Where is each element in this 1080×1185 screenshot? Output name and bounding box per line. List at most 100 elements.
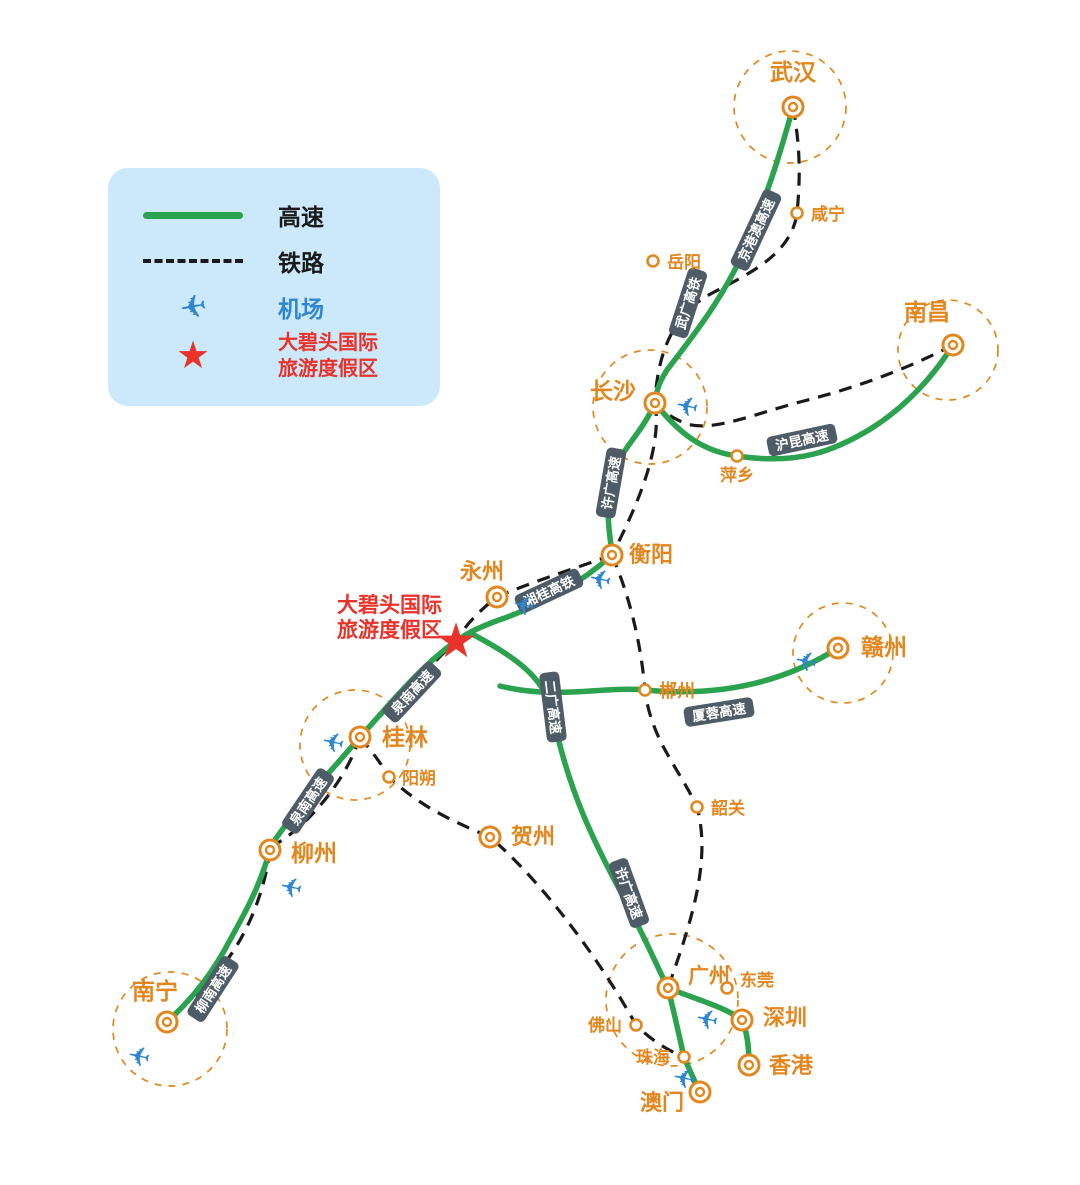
city-marker-outer [478, 825, 502, 849]
airport-icon: ✈ [125, 1040, 153, 1074]
city-label: 咸宁 [811, 204, 845, 224]
route-label: 泉南高速 [282, 768, 334, 834]
route-label: 武广高铁 [668, 267, 708, 339]
city-label: 柳州 [291, 840, 337, 866]
airport-icon: ✈ [792, 645, 820, 679]
city-长沙: 长沙 [590, 378, 667, 415]
city-marker-outer [348, 725, 372, 749]
city-marker-outer [737, 1053, 761, 1077]
city-aura-南昌 [897, 299, 999, 401]
city-咸宁: 咸宁 [790, 204, 845, 224]
town-marker [790, 206, 804, 220]
city-label: 深圳 [763, 1005, 807, 1030]
city-label: 赣州 [861, 634, 907, 660]
town-marker [730, 449, 744, 463]
airport-plane-glyph: ✈ [510, 589, 538, 623]
city-柳州: 柳州 [258, 838, 337, 866]
route-label: 二广高速 [539, 671, 567, 743]
city-郴州: 郴州 [638, 680, 695, 701]
city-深圳: 深圳 [730, 1005, 807, 1032]
route-label-text: 京港澳高速 [734, 196, 777, 264]
airport-plane-glyph: ✈ [693, 1003, 721, 1037]
city-marker-outer [781, 95, 805, 119]
city-label: 香港 [769, 1053, 814, 1078]
airport-icon: ✈ [673, 390, 701, 424]
city-marker-outer [600, 543, 624, 567]
airport-icon: ✈ [277, 871, 305, 905]
route-label: 厦蓉高速 [683, 697, 755, 727]
city-东莞: 东莞 [720, 970, 774, 995]
route-label-pill [730, 189, 782, 271]
highway-wuhan-changsha [652, 104, 796, 406]
legend-label-resort: 大碧头国际 旅游度假区 [278, 330, 440, 382]
city-marker-inner [606, 549, 618, 561]
railway-changsha-hengyang [610, 402, 658, 556]
railway-hengyang-chenzhou-shaoguan-guangzhou [610, 554, 704, 989]
airport-plane-glyph: ✈ [277, 871, 305, 905]
city-label: 佛山 [587, 1015, 622, 1035]
city-label: 韶关 [711, 798, 745, 818]
town-marker [646, 254, 660, 268]
legend-label-airport: 机场 [278, 296, 324, 322]
route-label-text: 二广高速 [542, 679, 565, 735]
city-marker-outer [730, 1008, 754, 1032]
airport-plane-glyph: ✈ [586, 563, 614, 597]
town-marker [629, 1018, 643, 1032]
town-marker [720, 981, 734, 995]
city-label: 岳阳 [667, 253, 701, 272]
city-marker-outer [643, 391, 667, 415]
route-label-pill [683, 697, 755, 727]
city-岳阳: 岳阳 [646, 253, 701, 272]
city-label: 衡阳 [629, 542, 673, 567]
legend-resort-line2: 旅游度假区 [278, 358, 378, 380]
city-广州: 广州 [656, 964, 730, 1000]
airplane-icon: ✈ [176, 286, 210, 328]
route-label-pill [382, 661, 442, 723]
airport-icon: ✈ [693, 1003, 721, 1037]
airport-icon: ✈ [319, 726, 347, 760]
railway-nanchang-changsha [653, 343, 954, 428]
route-label: 泉南高速 [382, 661, 442, 723]
legend-resort-line1: 大碧头国际 [278, 332, 378, 354]
city-label: 南昌 [904, 299, 950, 325]
city-marker-inner [736, 1014, 748, 1026]
route-label: 京港澳高速 [730, 189, 782, 271]
city-珠海: 珠海 [636, 1047, 691, 1067]
route-label-text: 许广高速 [612, 865, 646, 922]
city-永州: 永州 [460, 559, 509, 609]
town-marker [690, 800, 704, 814]
city-marker-inner [832, 642, 844, 654]
city-贺州: 贺州 [478, 824, 555, 849]
town-marker [638, 683, 652, 697]
route-label-pill [766, 423, 838, 457]
town-marker [382, 770, 396, 784]
city-aura-桂林 [299, 689, 411, 801]
city-label: 澳门 [640, 1090, 684, 1115]
legend-label-highway: 高速 [278, 204, 324, 230]
airport-plane-glyph: ✈ [670, 1062, 698, 1096]
city-label: 长沙 [590, 378, 636, 404]
city-label: 贺州 [511, 824, 555, 849]
city-marker-inner [649, 397, 661, 409]
airport-plane-glyph: ✈ [319, 726, 347, 760]
highway-line-icon [143, 211, 243, 219]
airport-plane-glyph: ✈ [792, 645, 820, 679]
city-南宁: 南宁 [132, 978, 179, 1034]
railway-line-icon [143, 259, 243, 263]
city-aura-广州 [605, 933, 739, 1067]
legend: 高速 铁路 ✈ 机场 ★ 大碧头国际 旅游度假区 [108, 168, 440, 406]
airport-icon: ✈ [510, 589, 538, 623]
city-aura-南宁 [112, 971, 228, 1087]
airport-icon: ✈ [670, 1062, 698, 1096]
city-label: 东莞 [740, 970, 774, 990]
route-label-pill [187, 956, 239, 1022]
city-marker-outer [656, 976, 680, 1000]
railway-hengyang-yongzhou-guilin [358, 553, 613, 739]
legend-row-highway: 高速 [108, 192, 440, 238]
route-label-pill [609, 858, 649, 928]
city-marker-outer [688, 1080, 712, 1104]
airport-plane-glyph: ✈ [125, 1040, 153, 1074]
highway-changsha-nanchang [652, 342, 956, 462]
city-marker-inner [354, 731, 366, 743]
